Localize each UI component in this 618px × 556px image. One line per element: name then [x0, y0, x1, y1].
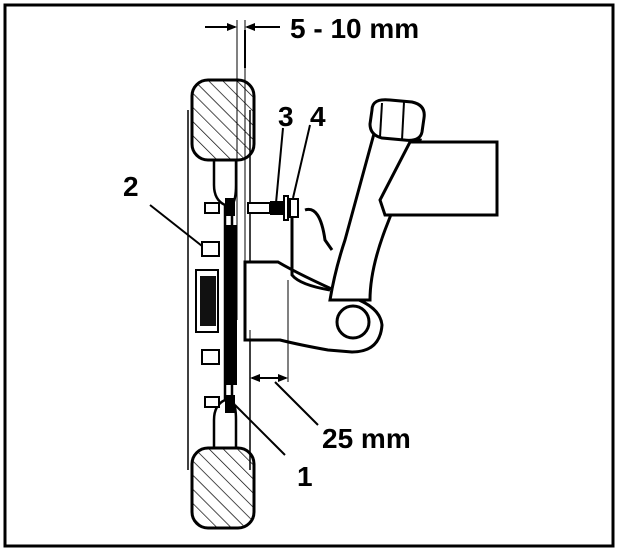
clearance-dimension-label: 25 mm — [322, 423, 411, 454]
diagram-border — [3, 3, 615, 548]
callout-4-label: 4 — [310, 101, 326, 132]
tyre-top — [190, 78, 256, 162]
callout-1-label: 1 — [297, 461, 313, 492]
sensor-rod — [247, 195, 299, 221]
clearance-dimension-arrows — [250, 374, 319, 426]
callout-4-leader — [292, 124, 311, 199]
gap-dimension-arrows — [205, 23, 280, 31]
hub-bolts — [201, 202, 220, 408]
callout-2-label: 2 — [123, 171, 139, 202]
callout-3-leader — [275, 127, 284, 204]
hub-plates — [225, 198, 237, 413]
callout-1-leader — [234, 404, 286, 456]
tyre-bottom — [190, 446, 256, 530]
hub-center — [195, 269, 219, 333]
sensor-bracket — [290, 205, 334, 292]
frame-beam — [378, 140, 499, 217]
axle-bracket — [243, 260, 384, 354]
callout-3-label: 3 — [278, 101, 294, 132]
clearance-reference-lines — [249, 280, 289, 382]
top-nut — [368, 98, 426, 142]
gap-dimension-label: 5 - 10 mm — [290, 13, 419, 44]
callout-2-leader — [149, 204, 203, 247]
